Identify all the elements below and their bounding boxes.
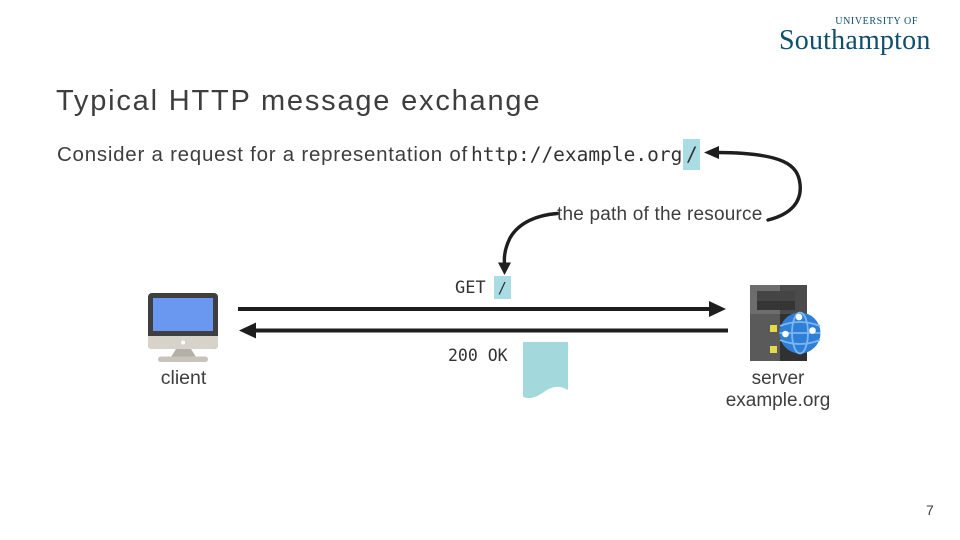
- request-path-highlight-box: /: [493, 276, 511, 299]
- server-hostname: example.org: [725, 389, 831, 411]
- document-icon: [523, 342, 568, 399]
- request-method: GET: [455, 277, 486, 298]
- globe-icon: [779, 311, 821, 355]
- page-number: 7: [926, 502, 934, 518]
- request-arrow: [238, 301, 726, 317]
- server-label: server: [751, 368, 805, 389]
- response-status-label: 200 OK: [448, 346, 508, 365]
- server-label-group: server example.org: [710, 368, 846, 411]
- slide-title: Typical HTTP message exchange: [56, 85, 542, 117]
- highlighted-path-box: /: [683, 139, 701, 170]
- logo-university-of-text: UNIVERSITY OF: [835, 16, 918, 27]
- subtitle-text: Consider a request for a representation …: [57, 143, 475, 166]
- request-label: GET /: [455, 276, 511, 299]
- client-label: client: [160, 367, 207, 389]
- server-icon: [750, 285, 821, 361]
- annotation-arrow-to-request: [498, 211, 559, 275]
- subtitle-url-group: http://example.org /: [471, 139, 701, 170]
- response-arrow: [239, 322, 728, 339]
- logo-southampton-text: Southampton: [779, 25, 931, 56]
- client-computer-icon: [148, 293, 218, 362]
- university-of-southampton-logo: UNIVERSITY OF Southampton: [779, 16, 931, 56]
- path-annotation-label: the path of the resource: [557, 204, 763, 225]
- subtitle-url: http://example.org: [471, 143, 683, 166]
